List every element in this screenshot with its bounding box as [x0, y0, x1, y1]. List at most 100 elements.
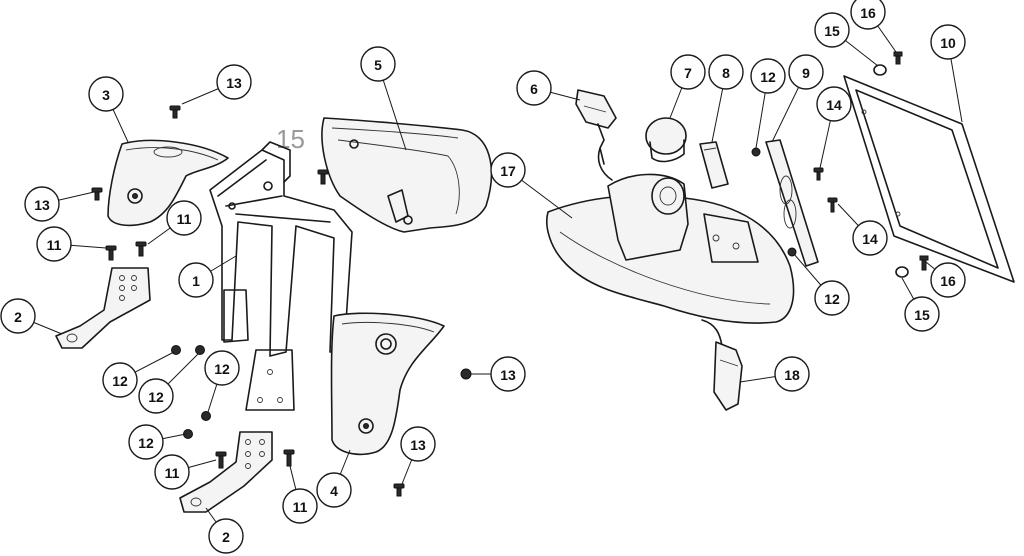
part-18-turn-signal-lower: [701, 319, 743, 411]
callout-label: 13: [500, 367, 516, 383]
callout-label: 11: [165, 465, 180, 481]
callout-label: 1: [192, 273, 200, 289]
callout-label: 11: [177, 211, 192, 227]
callout-circle: [708, 54, 744, 90]
callout-label: 5: [374, 57, 382, 73]
part-17-rear-fender: [546, 173, 795, 324]
callout-15: 15: [814, 12, 850, 48]
callout-15: 15: [904, 296, 940, 332]
callout-circle: [178, 262, 214, 298]
callout-label: 15: [914, 307, 930, 323]
callout-label: 18: [784, 367, 800, 383]
callout-circle: [154, 454, 190, 490]
callout-16: 16: [850, 0, 886, 30]
callout-label: 12: [824, 291, 840, 307]
callout-circle: [36, 226, 72, 262]
callout-12: 12: [138, 378, 174, 414]
callout-13: 13: [216, 64, 252, 100]
callout-circle: [852, 220, 888, 256]
callout-circle: [316, 472, 352, 508]
callout-label: 8: [722, 65, 730, 81]
callout-circle: [490, 356, 526, 392]
callout-label: 2: [222, 529, 230, 545]
callout-label: 13: [226, 75, 242, 91]
callout-12: 12: [750, 58, 786, 94]
callout-12: 12: [204, 350, 240, 386]
callout-7: 7: [670, 54, 706, 90]
callout-circle: [166, 200, 202, 236]
callout-circle: [904, 296, 940, 332]
stray-label: 15: [276, 124, 305, 154]
callout-circle: [216, 64, 252, 100]
callout-circle: [88, 76, 124, 112]
callout-16: 16: [930, 262, 966, 298]
callout-circle: [516, 70, 552, 106]
callout-6: 6: [516, 70, 552, 106]
callout-label: 9: [802, 65, 810, 81]
callout-circle: [204, 350, 240, 386]
part-4-lower-panel: [330, 312, 445, 456]
part-5-inner-fender: [321, 117, 493, 233]
callout-11: 11: [36, 226, 72, 262]
part-6-turn-signal-upper: [575, 89, 617, 181]
callout-13: 13: [24, 186, 60, 222]
callout-17: 17: [490, 152, 526, 188]
callout-18: 18: [774, 356, 810, 392]
callout-4: 4: [316, 472, 352, 508]
callout-circle: [774, 356, 810, 392]
callout-label: 6: [530, 81, 538, 97]
callout-label: 12: [138, 435, 154, 451]
callout-circle: [930, 262, 966, 298]
callout-circle: [102, 362, 138, 398]
callout-label: 14: [826, 97, 842, 113]
callout-12: 12: [128, 424, 164, 460]
callout-circle: [400, 426, 436, 462]
callout-circle: [816, 86, 852, 122]
callout-label: 12: [214, 361, 230, 377]
callout-label: 13: [410, 437, 426, 453]
callout-2: 2: [0, 298, 36, 334]
hardware-fasteners: [91, 51, 929, 497]
callout-circle: [138, 378, 174, 414]
callout-circle: [850, 0, 886, 30]
part-8-pad: [699, 141, 729, 189]
callout-label: 12: [760, 69, 776, 85]
callout-label: 17: [500, 163, 516, 179]
callout-label: 11: [293, 499, 308, 515]
callout-circle: [750, 58, 786, 94]
callout-label: 3: [102, 87, 110, 103]
callout-3: 3: [88, 76, 124, 112]
callout-1: 1: [178, 262, 214, 298]
callout-circle: [930, 24, 966, 60]
callout-2: 2: [208, 518, 244, 554]
callout-circle: [360, 46, 396, 82]
callout-circle: [814, 12, 850, 48]
part-10-license-plate: [843, 75, 1015, 283]
callout-13: 13: [490, 356, 526, 392]
callout-14: 14: [816, 86, 852, 122]
callout-5: 5: [360, 46, 396, 82]
callout-label: 12: [112, 373, 128, 389]
part-7-cap: [645, 117, 687, 163]
callout-label: 4: [330, 483, 338, 499]
callout-label: 12: [148, 389, 164, 405]
callout-label: 15: [824, 23, 840, 39]
callout-label: 2: [14, 309, 22, 325]
callout-label: 11: [47, 237, 62, 253]
callout-14: 14: [852, 220, 888, 256]
callout-label: 10: [940, 35, 956, 51]
callout-circle: [24, 186, 60, 222]
leader-lines: [17, 11, 963, 537]
callout-12: 12: [102, 362, 138, 398]
callout-circle: [814, 280, 850, 316]
part-3-side-cover: [107, 139, 229, 227]
part-2-bracket-upper: [55, 267, 151, 349]
part-9-license-bracket: [765, 139, 819, 267]
callout-label: 14: [862, 231, 878, 247]
callout-8: 8: [708, 54, 744, 90]
callout-13: 13: [400, 426, 436, 462]
part-1-frame: [209, 141, 353, 411]
